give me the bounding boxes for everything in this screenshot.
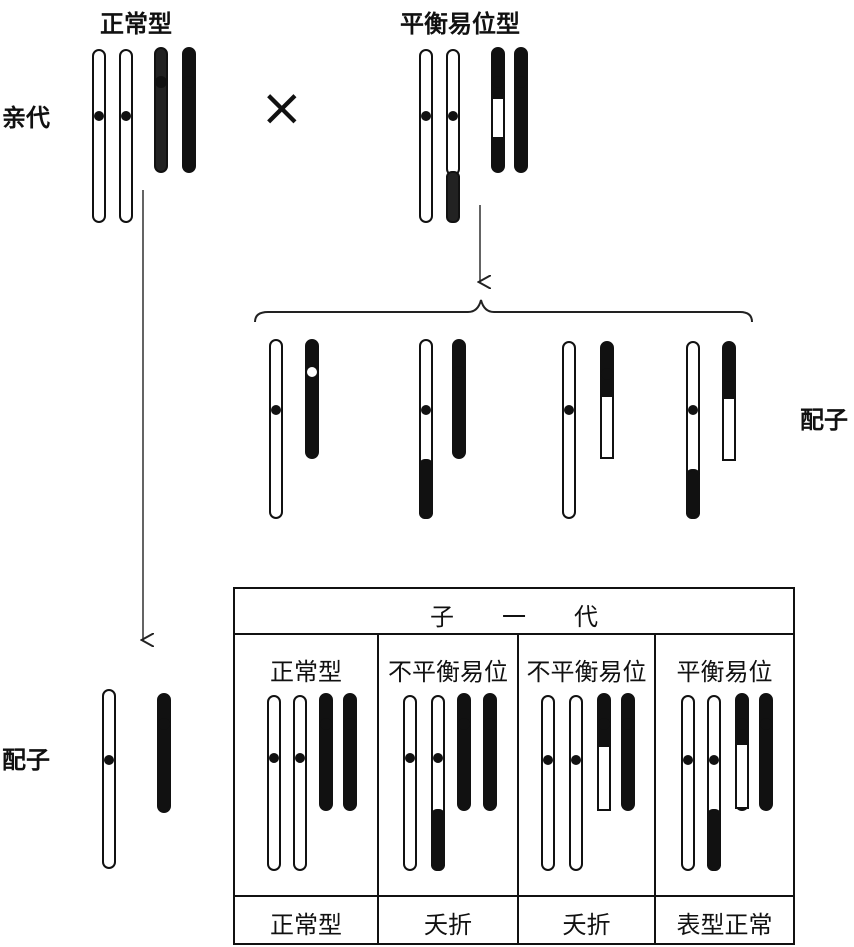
chromosome-black bbox=[154, 47, 168, 173]
chromosome-white bbox=[419, 49, 433, 223]
generation-label: 亲代 bbox=[2, 104, 50, 132]
translocation-parent-label: 平衡易位型 bbox=[400, 10, 520, 38]
normal-parent-chromosomes bbox=[92, 47, 196, 223]
column-header: 平衡易位 bbox=[676, 658, 773, 686]
normal-gamete bbox=[102, 689, 171, 869]
offspring-table-title: 子 一 代 bbox=[430, 603, 598, 631]
gametes-left-label: 配子 bbox=[2, 746, 50, 774]
chromosome-white bbox=[119, 49, 133, 223]
column-outcome: 夭折 bbox=[424, 911, 472, 939]
translocation-gametes bbox=[269, 339, 736, 519]
gametes-right-label: 配子 bbox=[800, 406, 848, 434]
column-header: 不平衡易位 bbox=[526, 658, 647, 686]
column-outcome: 正常型 bbox=[270, 911, 342, 939]
column-outcome: 表型正常 bbox=[676, 911, 773, 939]
normal-parent-label: 正常型 bbox=[100, 10, 172, 38]
column-header: 正常型 bbox=[270, 658, 342, 686]
column-outcome: 夭折 bbox=[562, 911, 611, 939]
chromosome-black bbox=[514, 47, 528, 173]
brace bbox=[254, 299, 753, 323]
offspring-table bbox=[233, 587, 795, 945]
chromosome-white bbox=[92, 49, 106, 223]
chromosome-black bbox=[182, 47, 196, 173]
column-header: 不平衡易位 bbox=[388, 658, 508, 686]
translocation-parent-chromosomes bbox=[419, 47, 528, 223]
cross-symbol: × bbox=[260, 78, 304, 138]
